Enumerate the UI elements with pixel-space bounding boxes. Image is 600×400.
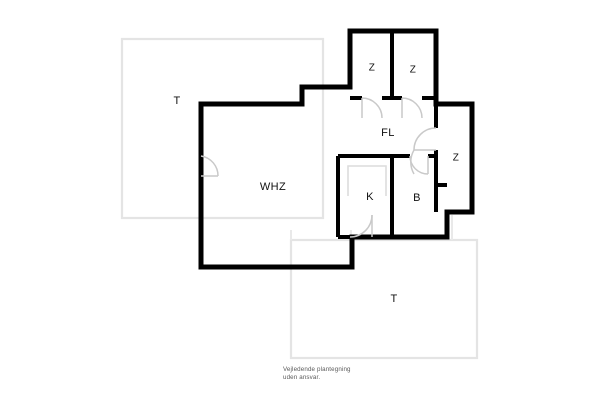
outer-wall-envelope xyxy=(198,28,475,270)
building-outer-walls xyxy=(198,28,475,270)
disclaimer-line-2: uden ansvar. xyxy=(283,374,320,381)
room-label-bedroom-top-1: Z xyxy=(369,63,376,74)
door-bedroom-right xyxy=(413,127,437,151)
room-labels: T WHZ Z Z FL Z K B T xyxy=(173,63,460,305)
room-label-terrace-left: T xyxy=(173,95,180,107)
fixtures xyxy=(347,165,387,196)
room-label-bedroom-top-2: Z xyxy=(410,65,417,76)
door-bedroom-2 xyxy=(401,97,423,119)
door-arc xyxy=(200,155,219,177)
room-label-kitchen: K xyxy=(366,191,374,203)
terrace-left-outline xyxy=(120,37,325,220)
door-arc xyxy=(410,149,415,175)
door-bath xyxy=(409,155,429,175)
door-bedroom-1 xyxy=(361,97,383,119)
doors xyxy=(200,97,437,238)
disclaimer-line-1: Vejledende plantegning xyxy=(283,366,351,373)
door-living-entrance xyxy=(200,155,219,177)
room-label-bath: B xyxy=(413,192,421,204)
door-arc xyxy=(401,97,423,119)
disclaimer: Vejledende plantegning uden ansvar. xyxy=(283,366,351,381)
kitchen-counter-fixture xyxy=(347,165,387,196)
room-label-hall: FL xyxy=(381,127,395,139)
door-arc xyxy=(361,97,383,119)
interior-walls xyxy=(336,33,447,239)
door-arc xyxy=(409,155,429,175)
terrace-bottom-outline xyxy=(289,238,479,360)
room-label-living: WHZ xyxy=(260,181,286,193)
door-hall-exterior xyxy=(410,149,415,175)
door-arc xyxy=(413,127,437,151)
door-kitchen xyxy=(349,214,373,238)
room-label-bedroom-right: Z xyxy=(453,153,460,164)
room-label-terrace-bottom: T xyxy=(390,293,397,305)
